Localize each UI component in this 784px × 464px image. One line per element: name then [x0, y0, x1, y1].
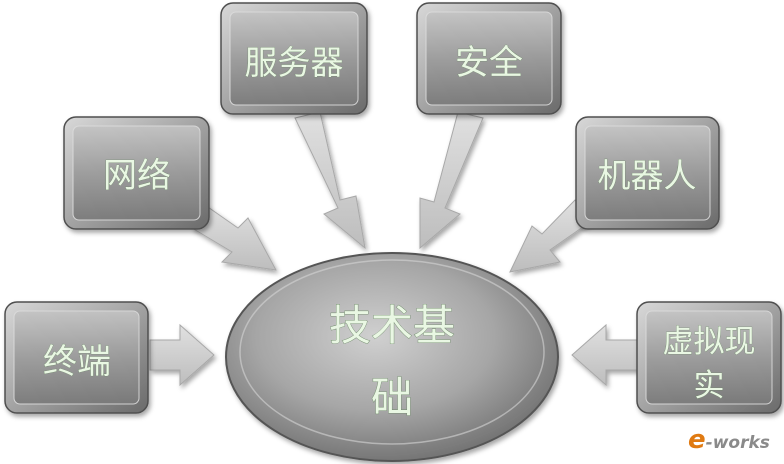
node-network-label: 网络 [103, 156, 171, 196]
arrow-network [191, 204, 277, 271]
arrows [149, 111, 639, 387]
node-terminal: 终端 [4, 301, 149, 414]
arrow-server [294, 111, 366, 250]
node-vr-label-line2: 实 [694, 368, 725, 404]
center-label-line1: 技术基 [329, 301, 455, 350]
node-security: 安全 [416, 2, 562, 115]
arrow-security [419, 111, 484, 250]
node-robot-label: 机器人 [598, 156, 697, 195]
node-robot: 机器人 [575, 116, 720, 230]
node-vr-label-line1: 虚拟现 [663, 324, 756, 360]
arrow-vr [571, 323, 639, 387]
eworks-logo: e-works [688, 425, 770, 455]
node-vr: 虚拟现 实 [636, 301, 782, 414]
node-security-label: 安全 [455, 43, 523, 83]
eworks-logo-rest: -works [706, 433, 770, 453]
eworks-logo-e: e [688, 425, 706, 455]
arrow-terminal [149, 323, 215, 387]
node-terminal-label: 终端 [43, 342, 111, 382]
center-node: 技术基 础 [225, 252, 559, 462]
svg-text:e-works: e-works [688, 425, 770, 455]
node-network: 网络 [63, 116, 210, 230]
node-server-label: 服务器 [245, 43, 344, 82]
node-server: 服务器 [220, 2, 368, 115]
center-label-line2: 础 [371, 373, 413, 422]
